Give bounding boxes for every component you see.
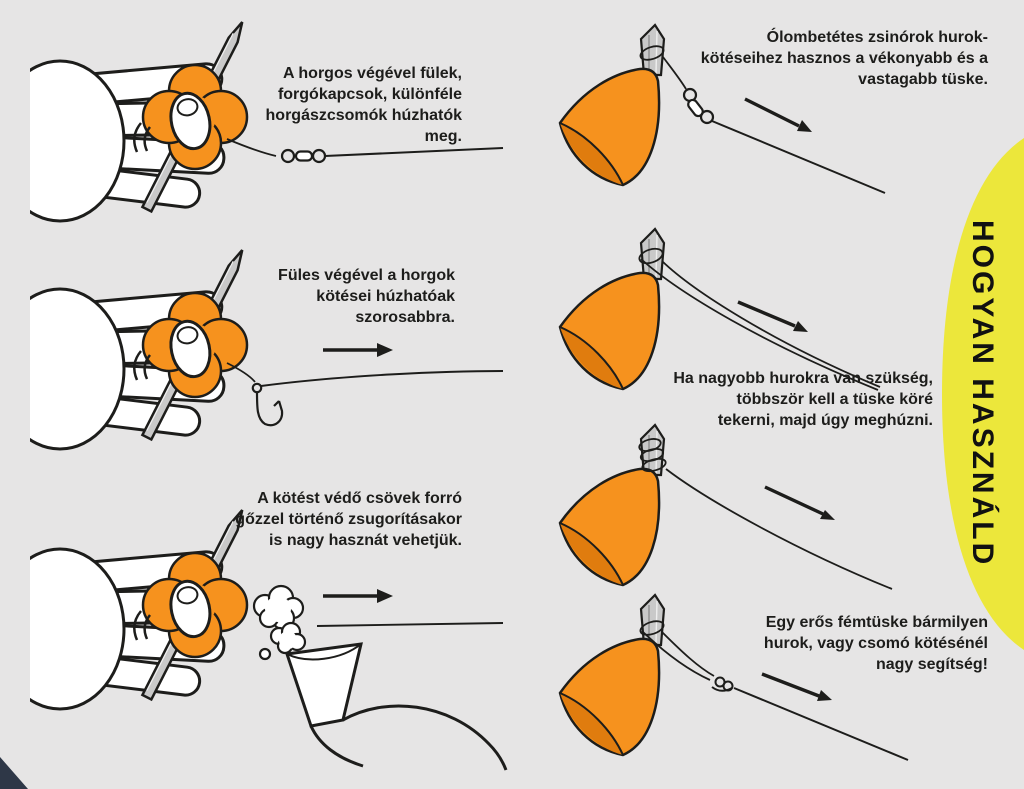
fishing-line <box>316 622 504 627</box>
hand-holding-tool-icon <box>30 246 249 451</box>
step-caption: Ólombetétes zsinórok hurok- kötéseihez h… <box>700 29 988 89</box>
line-loop <box>638 247 664 265</box>
connector-line <box>226 138 277 157</box>
fish-hook-icon <box>251 382 284 427</box>
direction-arrow <box>323 589 393 603</box>
step-caption: Füles végével a horgok kötései húzhatóak… <box>278 267 455 327</box>
connector-line <box>662 56 687 90</box>
line-loop <box>639 620 665 636</box>
hand-holding-tool-icon <box>30 18 249 223</box>
hand-tool-pulling-swivel <box>30 18 504 223</box>
step-steam-shrink: A kötést védő csövek forró gőzzel történ… <box>25 478 510 778</box>
swivel-icon <box>280 148 327 164</box>
direction-arrow <box>323 343 393 357</box>
connector-line <box>226 362 256 383</box>
direction-arrow <box>761 672 832 701</box>
direction-arrow <box>737 300 808 332</box>
spike-tool-icon <box>558 593 666 757</box>
hand-tool-steam-shrinking <box>30 506 508 771</box>
spike-tool-with-swivel <box>558 23 886 194</box>
step-caption: A horgos végével fülek, forgókapcsok, kü… <box>265 65 462 146</box>
spike-tool-icon <box>558 23 666 187</box>
step-tighten-hook: Füles végével a horgok kötései húzhatóak… <box>25 243 510 458</box>
fishing-line <box>711 120 886 194</box>
hand-tool-tightening-hook <box>30 246 504 451</box>
banner-title: HOGYAN HASZNÁLD <box>966 220 999 568</box>
swivel-icon <box>682 87 715 125</box>
fishing-line <box>260 370 504 387</box>
direction-arrow <box>744 97 812 132</box>
step-caption: Ha nagyobb hurokra van szükség, többször… <box>673 370 933 430</box>
spike-tool-knot <box>558 593 909 761</box>
step-spike-swivel: Ólombetétes zsinórok hurok- kötéseihez h… <box>540 15 1005 205</box>
line-loop <box>639 45 665 61</box>
steamer-icon <box>285 642 508 771</box>
fishing-line <box>733 687 909 761</box>
direction-arrow <box>764 485 835 520</box>
steam-cloud-icon <box>252 584 307 661</box>
step-spike-multiple-wraps: Ha nagyobb hurokra van szükség, többször… <box>540 360 1005 600</box>
banner-ribbon-shape <box>942 138 1024 650</box>
step-caption: Egy erős fémtüske bármilyen hurok, vagy … <box>763 614 988 674</box>
fishing-line <box>641 630 715 681</box>
line-wraps <box>638 438 893 590</box>
spike-tool-single-loop <box>558 227 881 391</box>
step-pull-swivels: A horgos végével fülek, forgókapcsok, kü… <box>25 15 510 230</box>
fishing-line <box>324 147 504 157</box>
how-to-use-banner: HOGYAN HASZNÁLD <box>928 138 1024 650</box>
corner-accent <box>0 757 28 789</box>
fishing-line <box>640 258 881 391</box>
step-spike-knot: Egy erős fémtüske bármilyen hurok, vagy … <box>540 588 1005 778</box>
step-spike-single-loop <box>540 222 1005 397</box>
spike-tool-multiple-wraps <box>558 423 893 590</box>
spike-tool-icon <box>558 423 666 587</box>
step-caption: A kötést védő csövek forró gőzzel történ… <box>235 490 462 550</box>
knot-icon <box>711 676 734 692</box>
